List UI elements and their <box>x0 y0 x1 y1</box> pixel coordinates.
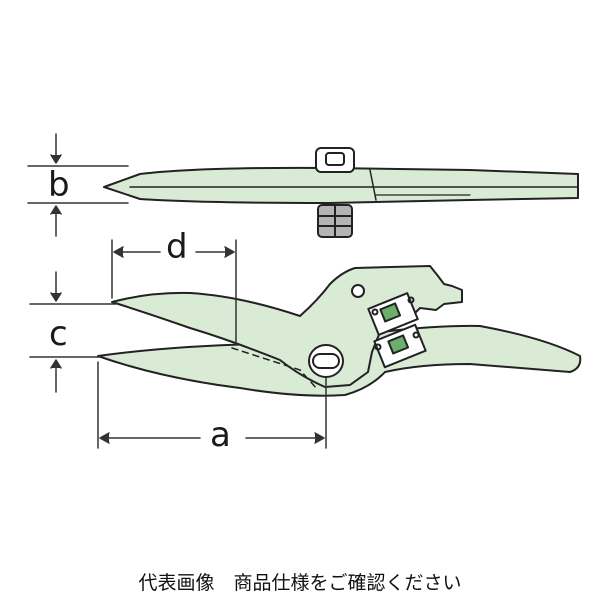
bolt-head <box>317 204 353 238</box>
main-view-scissors <box>97 265 582 397</box>
dimension-label-b: b <box>48 165 70 205</box>
dimension-label-d: d <box>166 227 188 267</box>
dimension-lines <box>27 133 327 449</box>
small-pin <box>351 284 365 298</box>
top-nut <box>315 147 355 173</box>
blade-side-profile <box>103 166 579 204</box>
dimension-label-a: a <box>210 415 231 455</box>
dimension-label-c: c <box>49 314 68 354</box>
caption-text: 代表画像 商品仕様をご確認ください <box>138 572 462 594</box>
spring-lock-assembly <box>367 292 427 369</box>
pivot-bolt <box>308 344 344 378</box>
top-view-blade <box>103 147 579 238</box>
upper-blade-jaw <box>111 265 463 388</box>
